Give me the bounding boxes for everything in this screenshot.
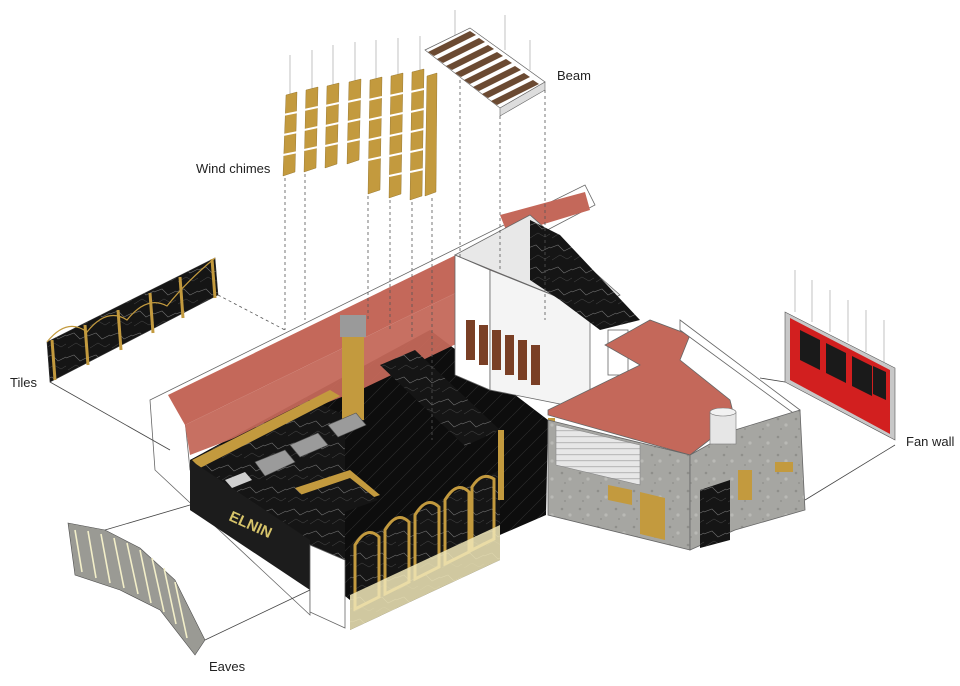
annex-gold-accent (738, 470, 752, 500)
tiles-label: Tiles (10, 375, 37, 390)
hanging-light-rows (466, 320, 540, 385)
concrete-annex (547, 319, 806, 551)
wind-chimes (282, 36, 438, 201)
entry-wall (190, 460, 310, 590)
annex-slatted-window (555, 424, 641, 486)
annex-roof-cylinder (709, 407, 737, 445)
front-white-pier (309, 544, 346, 629)
front-arched-frames (350, 470, 500, 630)
gold-counter-band (192, 390, 340, 468)
display-tables (225, 412, 380, 540)
eaves-label: Eaves (209, 659, 246, 674)
gold-strip (498, 430, 504, 500)
fan-wall (784, 270, 896, 441)
tiles-panel (46, 257, 219, 383)
interior-counters (380, 350, 500, 446)
annex-gold-accent (775, 462, 793, 472)
annex-roof (547, 319, 736, 456)
leader-lines (49, 80, 896, 641)
annex-side-door (700, 480, 730, 548)
annex-gold-panel (608, 485, 632, 505)
fan-wall-label: Fan wall (906, 434, 955, 449)
gold-column (342, 335, 364, 420)
eaves-panel (67, 522, 206, 656)
beam-assembly (424, 10, 546, 117)
column-cap (340, 315, 366, 337)
main-building (149, 184, 640, 630)
rear-marble-wall (530, 220, 640, 330)
wind-chimes-label: Wind chimes (196, 161, 271, 176)
annex-gold-panel (640, 492, 665, 540)
beam-label: Beam (557, 68, 591, 83)
